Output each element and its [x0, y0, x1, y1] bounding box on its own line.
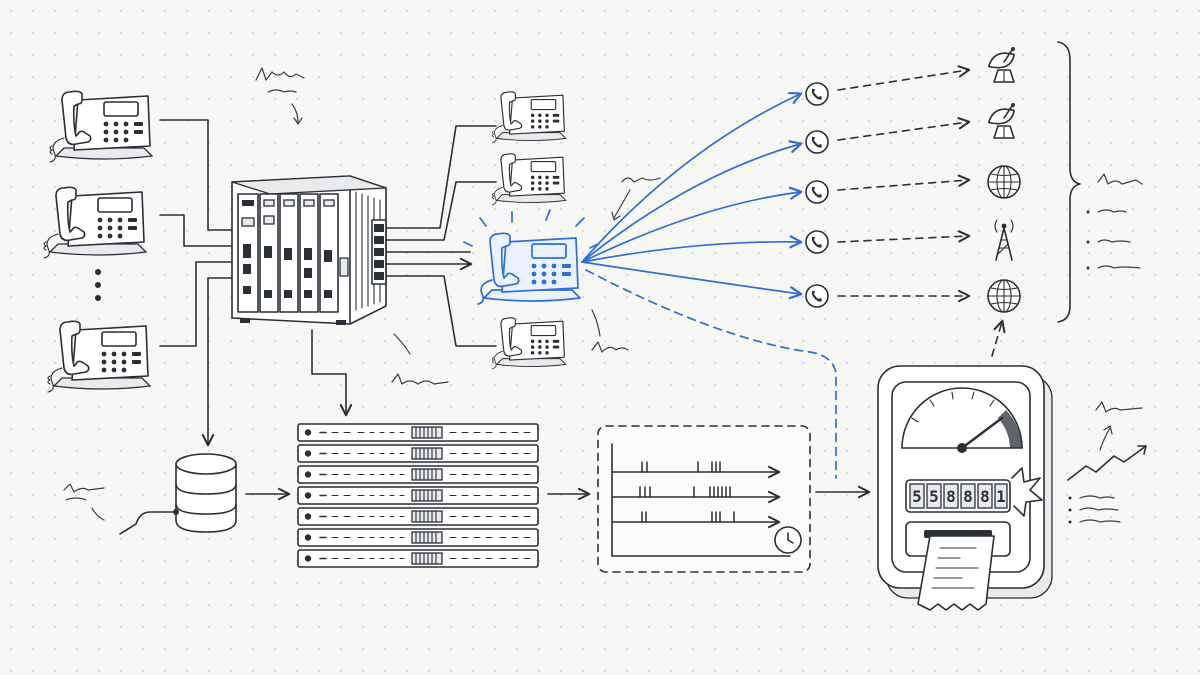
call-node-5	[805, 284, 829, 308]
pbx-card-2	[259, 193, 279, 313]
trend-arrow-icon	[1067, 445, 1147, 481]
annotation-scribble-top	[255, 67, 305, 125]
right-phone-1	[491, 91, 567, 144]
destinations-brace	[1057, 41, 1081, 323]
database-icon	[173, 453, 237, 533]
call-node-4	[805, 230, 829, 254]
left-phone-3	[47, 320, 151, 393]
left-phone-1	[49, 90, 153, 163]
annotation-scribble-right	[1086, 173, 1143, 270]
annotation-scribble-trend	[1067, 401, 1147, 524]
meter-digit-counter: 5 5 8 8 8 1	[909, 483, 1008, 509]
call-node-1	[805, 82, 829, 106]
meter-digit-2: 5	[929, 487, 939, 506]
call-routing-lines	[581, 92, 837, 479]
meter-digit-3: 8	[946, 487, 956, 506]
switch-to-phones-connectors	[385, 125, 497, 347]
meter-digit-6: 1	[996, 487, 1006, 506]
pbx-ports	[371, 219, 387, 285]
annotation-scribble-mid	[611, 177, 661, 221]
globe-icon	[987, 279, 1021, 313]
right-phone-3	[491, 317, 567, 370]
annotation-scribble-phone	[591, 309, 629, 353]
usage-billing-meter: 5 5 8 8 8 1	[877, 365, 1053, 611]
ellipsis-more-phones-icon	[95, 269, 101, 301]
meter-digit-5: 8	[980, 487, 990, 506]
annotation-scribble-db	[63, 483, 105, 521]
left-phone-connectors	[159, 119, 241, 347]
database-handoff-line	[119, 511, 177, 535]
meter-digit-4: 8	[963, 487, 973, 506]
satellite-dish-icon	[985, 46, 1018, 83]
pbx-switch	[231, 175, 387, 325]
satellite-dish-icon	[985, 102, 1018, 139]
call-records-rack	[297, 423, 539, 568]
switch-down-connectors	[201, 277, 353, 447]
call-timeline-panel	[597, 425, 811, 573]
globe-icon	[987, 165, 1021, 199]
call-node-2	[805, 130, 829, 154]
pbx-card-5	[319, 193, 339, 313]
active-phone-highlighted	[463, 209, 599, 305]
clock-icon	[774, 526, 802, 554]
pbx-card-4	[299, 193, 319, 313]
pbx-card-3	[279, 193, 299, 313]
receipt-icon	[917, 535, 995, 611]
alert-burst-icon	[1011, 467, 1043, 517]
right-phone-2	[491, 153, 567, 206]
call-node-3	[805, 180, 829, 204]
meter-to-network-arrow	[991, 319, 1006, 357]
left-phone-2	[43, 186, 147, 259]
radio-tower-icon	[994, 219, 1014, 261]
annotation-scribble-switch	[391, 333, 449, 385]
meter-digit-1: 5	[912, 487, 922, 506]
destination-arrows	[837, 65, 971, 303]
pbx-card-1	[237, 193, 259, 313]
